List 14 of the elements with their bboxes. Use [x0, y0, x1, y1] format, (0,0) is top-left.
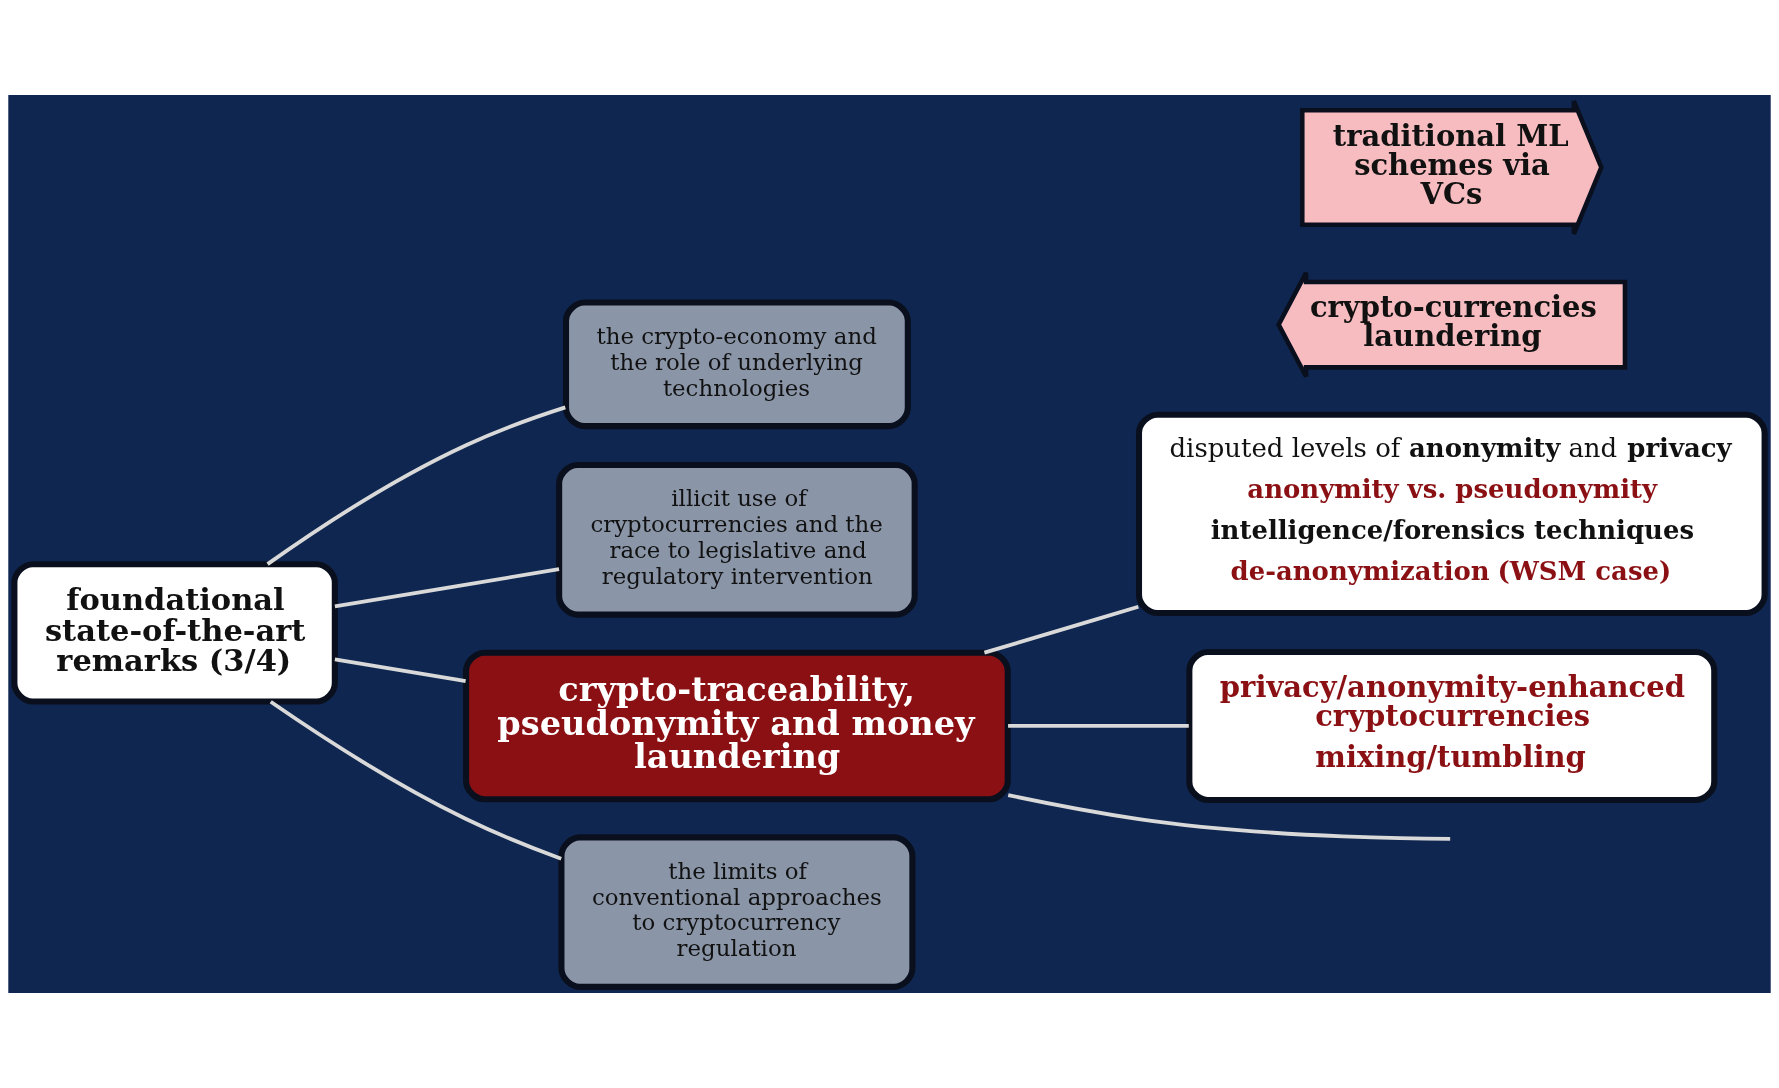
- connector: [1007, 793, 1451, 841]
- connector: [269, 700, 562, 861]
- node-box: illicit use of cryptocurrencies and the race to legislative and regulatory intervention: [556, 461, 918, 618]
- connector: [983, 604, 1139, 655]
- connector: [266, 405, 566, 566]
- node-box: privacy/anonymity-enhanced cryptocurrencies mixing/tumbling: [1186, 648, 1718, 803]
- node-box: foundational state-of-the-art remarks (3/4): [11, 561, 338, 705]
- connector: [334, 567, 560, 609]
- node-box: disputed levels of anonymity and privacy anonymity vs. pseudonymity intelligence/forensics techniques de-anonymization (WSM case): [1135, 411, 1768, 617]
- connector: [334, 657, 466, 683]
- node-box: the crypto-economy and the role of underlying technologies: [562, 299, 911, 430]
- node-box: the limits of conventional approaches to cryptocurrency regulation: [558, 834, 916, 990]
- connector: [1008, 724, 1189, 728]
- node-box: crypto-traceability, pseudonymity and money laundering: [463, 649, 1011, 803]
